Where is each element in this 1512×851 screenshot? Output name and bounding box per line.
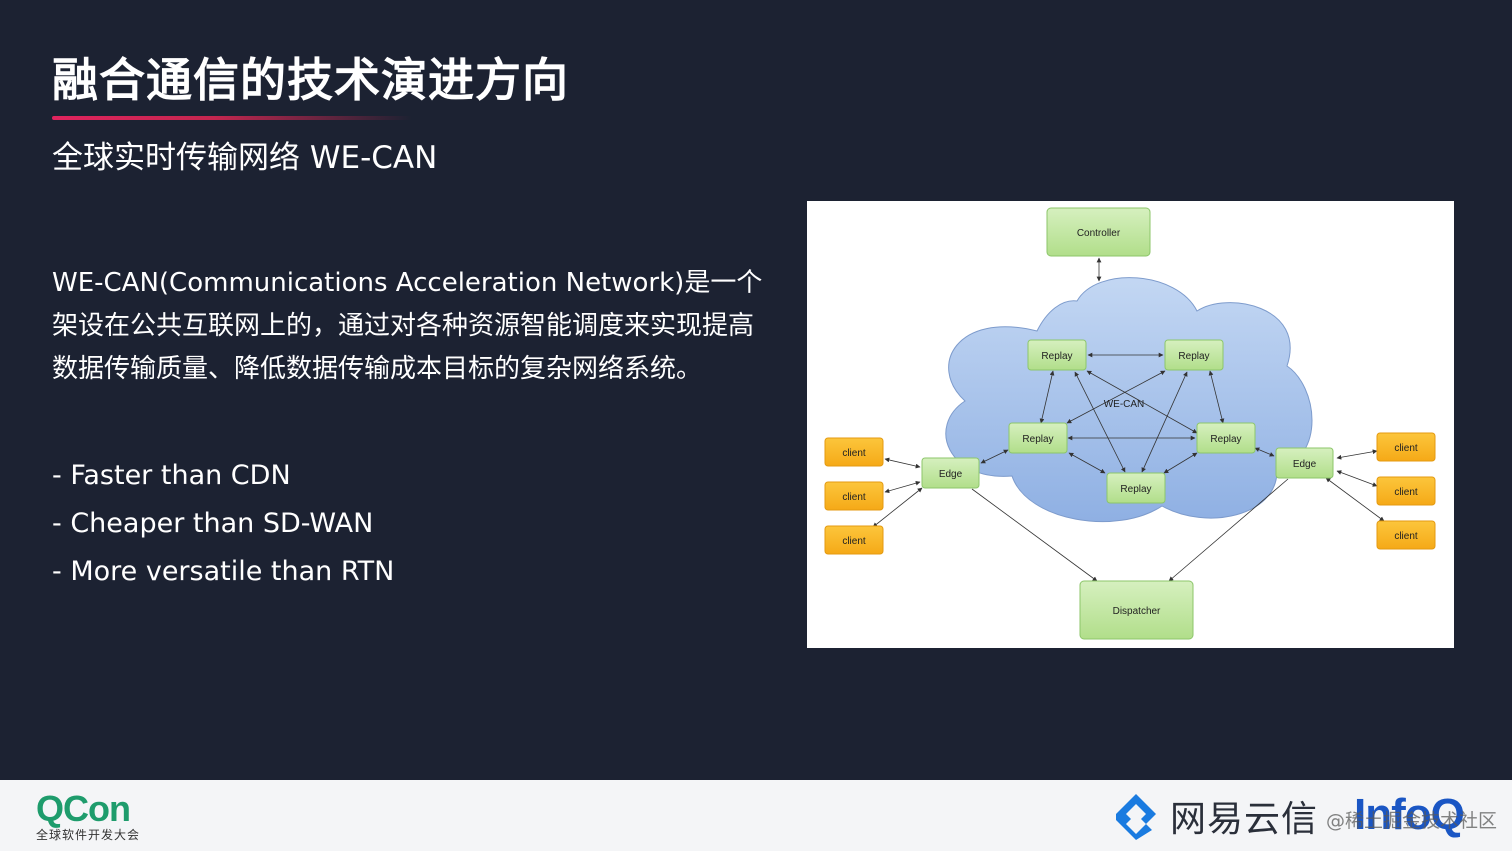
replay-node: Replay (1008, 422, 1068, 454)
connection-lines (872, 257, 1385, 582)
controller-label: Controller (1077, 228, 1121, 239)
client-label: client (842, 448, 866, 459)
slide-title: 融合通信的技术演进方向 (52, 53, 569, 107)
bullet-item: - Faster than CDN (52, 460, 291, 491)
client-node: client (824, 525, 884, 555)
edge-node-left: Edge (921, 457, 980, 489)
client-label: client (842, 492, 866, 503)
replay-node: Replay (1027, 339, 1087, 371)
replay-label: Replay (1178, 351, 1209, 362)
client-node: client (1376, 476, 1436, 506)
description: WE-CAN(Communications Acceleration Netwo… (52, 262, 792, 391)
client-label: client (1394, 531, 1418, 542)
footer-bar: QCon 全球软件开发大会 网易云信 InfoQ @稀土掘金技术社区 (0, 780, 1512, 851)
client-label: client (842, 536, 866, 547)
replay-label: Replay (1120, 484, 1151, 495)
edge-label: Edge (1293, 459, 1317, 470)
title-underline (52, 116, 412, 120)
we-can-diagram: Controller Replay Replay Replay Replay (807, 201, 1454, 648)
controller-node: Controller (1046, 207, 1151, 257)
qcon-subtitle: 全球软件开发大会 (36, 828, 141, 842)
diagram-svg: Controller Replay Replay Replay Replay (824, 207, 1436, 640)
replay-label: Replay (1041, 351, 1072, 362)
dispatcher-node: Dispatcher (1079, 580, 1194, 640)
slide-subtitle: 全球实时传输网络 WE-CAN (52, 140, 438, 176)
replay-node: Replay (1196, 422, 1256, 454)
netease-text: 网易云信 (1170, 799, 1319, 840)
replay-node: Replay (1106, 472, 1166, 504)
dispatcher-label: Dispatcher (1113, 606, 1161, 617)
client-node: client (1376, 520, 1436, 550)
bullet-list: - Faster than CDN - Cheaper than SD-WAN … (52, 452, 394, 596)
description-line: WE-CAN(Communications Acceleration Netwo… (52, 268, 763, 298)
client-node: client (824, 481, 884, 511)
client-label: client (1394, 443, 1418, 454)
slide: 融合通信的技术演进方向 全球实时传输网络 WE-CAN WE-CAN(Commu… (52, 53, 1454, 648)
infoq-logo: InfoQ (1354, 790, 1465, 839)
qcon-logo: QCon 全球软件开发大会 (36, 790, 140, 843)
client-node: client (1376, 432, 1436, 462)
replay-node: Replay (1164, 339, 1224, 371)
netease-logo: 网易云信 (1110, 790, 1318, 842)
bullet-item: - Cheaper than SD-WAN (52, 508, 374, 539)
client-node: client (824, 437, 884, 467)
client-label: client (1394, 487, 1418, 498)
replay-label: Replay (1022, 434, 1053, 445)
replay-label: Replay (1210, 434, 1241, 445)
network-label: WE-CAN (1104, 399, 1145, 410)
description-line: 架设在公共互联网上的，通过对各种资源智能调度来实现提高 (52, 311, 755, 341)
qcon-logo-text: QCon (36, 788, 131, 829)
watermark: @稀土掘金技术社区 (1326, 810, 1498, 832)
edge-node-right: Edge (1275, 447, 1334, 479)
bullet-item: - More versatile than RTN (52, 556, 395, 587)
netease-icon (1116, 794, 1156, 840)
edge-label: Edge (939, 469, 963, 480)
description-line: 数据传输质量、降低数据传输成本目标的复杂网络系统。 (52, 354, 703, 384)
